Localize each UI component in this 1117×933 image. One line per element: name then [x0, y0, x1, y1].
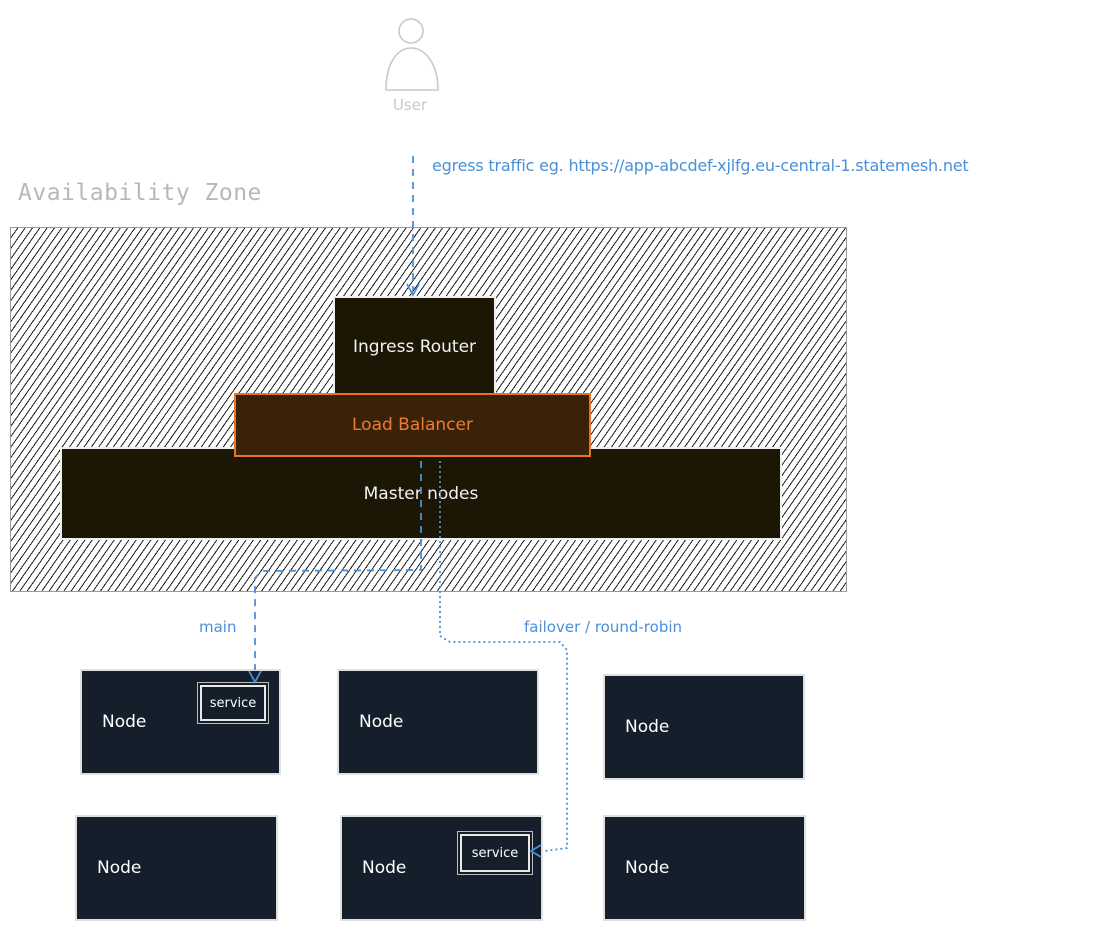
ingress-router-box[interactable]: Ingress Router [333, 296, 496, 396]
node-label: Node [359, 712, 404, 732]
main-edge-label: main [199, 618, 237, 636]
node-label: Node [625, 717, 670, 737]
node-3[interactable]: Node [603, 674, 805, 780]
service-box[interactable]: service [197, 682, 269, 724]
service-label: service [209, 695, 257, 711]
node-1[interactable]: Node service [80, 669, 281, 775]
user-label: User [392, 96, 428, 114]
failover-arrow-head [529, 844, 542, 858]
node-label: Node [625, 858, 670, 878]
node-label: Node [362, 858, 407, 878]
failover-arrow [439, 461, 568, 852]
main-arrow [254, 461, 422, 670]
service-box[interactable]: service [457, 831, 533, 875]
node-label: Node [102, 712, 147, 732]
ingress-router-label: Ingress Router [352, 337, 477, 357]
node-4[interactable]: Node [75, 815, 278, 921]
egress-arrow-head [406, 283, 420, 297]
availability-zone-label: Availability Zone [18, 180, 262, 206]
egress-traffic-label: egress traffic eg. https://app-abcdef-xj… [432, 156, 969, 175]
failover-edge-label: failover / round-robin [524, 618, 683, 636]
user-icon [385, 18, 439, 91]
node-5[interactable]: Node service [340, 815, 543, 921]
main-arrow-head [248, 670, 262, 684]
node-2[interactable]: Node [337, 669, 539, 775]
service-label: service [471, 845, 519, 861]
node-6[interactable]: Node [603, 815, 806, 921]
node-label: Node [97, 858, 142, 878]
load-balancer-label: Load Balancer [352, 415, 473, 435]
load-balancer-box[interactable]: Load Balancer [234, 393, 591, 457]
